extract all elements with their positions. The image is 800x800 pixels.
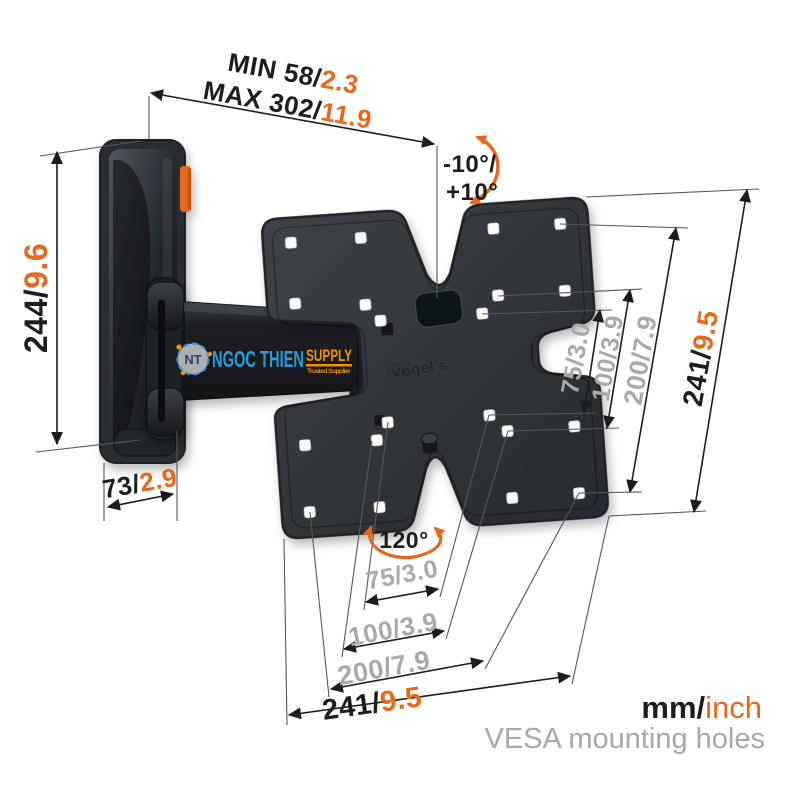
watermark-suffix: SUPPLY bbox=[306, 346, 352, 365]
dim-label-tilt-positive: +10° bbox=[446, 179, 498, 206]
brand-atom-icon bbox=[386, 360, 411, 380]
vesa-hole bbox=[558, 284, 571, 297]
product-illustration: vogel's vogel's bbox=[99, 139, 609, 540]
extension-line bbox=[571, 515, 610, 685]
leader-line bbox=[507, 427, 620, 432]
dim-label-bottom-75: 75/3.0 bbox=[364, 555, 440, 596]
dim-line-right-200 bbox=[626, 226, 680, 494]
dim-label-depth: 73/2.9 bbox=[100, 462, 179, 505]
watermark-name: NGOC THIEN bbox=[212, 346, 304, 372]
dim-line-bottom-75 bbox=[364, 585, 440, 606]
dim-label-height: 244/9.6 bbox=[18, 243, 54, 353]
watermark-badge: NT bbox=[184, 352, 201, 367]
vesa-hole bbox=[370, 434, 383, 447]
brand-atom-icon bbox=[384, 362, 412, 378]
vesa-plate: vogel's vogel's bbox=[261, 196, 609, 540]
vesa-hole bbox=[506, 491, 519, 504]
vesa-hole bbox=[359, 298, 372, 311]
extension-range-labels: MIN 58/2.3 MAX 302/11.9 bbox=[201, 47, 374, 135]
orange-clip-edge bbox=[188, 168, 191, 210]
dimension-lines bbox=[51, 89, 751, 720]
watermark-tagline: Trusted Supplier bbox=[307, 368, 351, 375]
extension-line bbox=[35, 439, 141, 453]
leader-line bbox=[608, 510, 707, 517]
dim-line-depth bbox=[106, 490, 175, 511]
bracket-gloss-shade bbox=[113, 160, 151, 446]
extension-line bbox=[484, 492, 580, 670]
dim-line-bottom-100 bbox=[342, 627, 446, 653]
extension-line bbox=[309, 511, 330, 698]
hinge-knuckle-bottom bbox=[146, 387, 185, 437]
watermark-dot bbox=[180, 370, 186, 376]
extension-line bbox=[283, 538, 288, 726]
hinge-knuckle-top bbox=[146, 281, 185, 331]
extension-line bbox=[363, 421, 389, 611]
extension-line bbox=[439, 414, 490, 598]
vesa-hole bbox=[374, 314, 387, 327]
dim-label-swivel: 120° bbox=[379, 527, 429, 553]
watermark-dot bbox=[207, 351, 213, 357]
supplier-watermark: NT NGOC THIEN SUPPLY Trusted Supplier bbox=[176, 342, 352, 376]
vesa-hole bbox=[373, 501, 386, 514]
watermark-dot bbox=[176, 344, 182, 350]
dim-label-right-241: 241/9.5 bbox=[677, 308, 724, 409]
dim-line-bottom-241 bbox=[287, 671, 572, 720]
vesa-plate-body bbox=[261, 196, 609, 540]
dim-label-bottom-241: 241/9.5 bbox=[320, 681, 424, 727]
vesa-hole bbox=[354, 231, 367, 244]
tilt-arc-icon bbox=[469, 135, 500, 205]
vesa-hole bbox=[568, 420, 581, 433]
hinge-pin bbox=[158, 300, 165, 422]
locking-knob bbox=[420, 432, 438, 445]
vesa-plate-bevel bbox=[271, 207, 599, 529]
vesa-hole bbox=[492, 289, 505, 302]
leader-line bbox=[585, 188, 760, 198]
vesa-note-label: VESA mounting holes bbox=[484, 723, 765, 755]
swivel-arc-icon bbox=[362, 525, 446, 560]
watermark-underline bbox=[306, 364, 352, 367]
vesa-hole bbox=[299, 439, 312, 452]
watermark-badge-ring bbox=[176, 342, 210, 376]
extension-lines bbox=[35, 96, 760, 726]
keyhole-slot bbox=[414, 289, 464, 328]
leader-line bbox=[488, 412, 597, 416]
extension-line bbox=[341, 440, 373, 658]
dim-line-extension bbox=[149, 89, 436, 148]
vesa-hole bbox=[284, 236, 297, 249]
extension-line bbox=[445, 430, 509, 640]
dim-line-right-241 bbox=[690, 188, 751, 514]
vesa-hole bbox=[289, 297, 302, 310]
units-label: mm/inch bbox=[641, 690, 762, 725]
dim-line-right-75 bbox=[579, 308, 605, 415]
vesa-hole bbox=[487, 222, 500, 235]
dim-label-tilt-negative: -10°/ bbox=[443, 151, 496, 178]
